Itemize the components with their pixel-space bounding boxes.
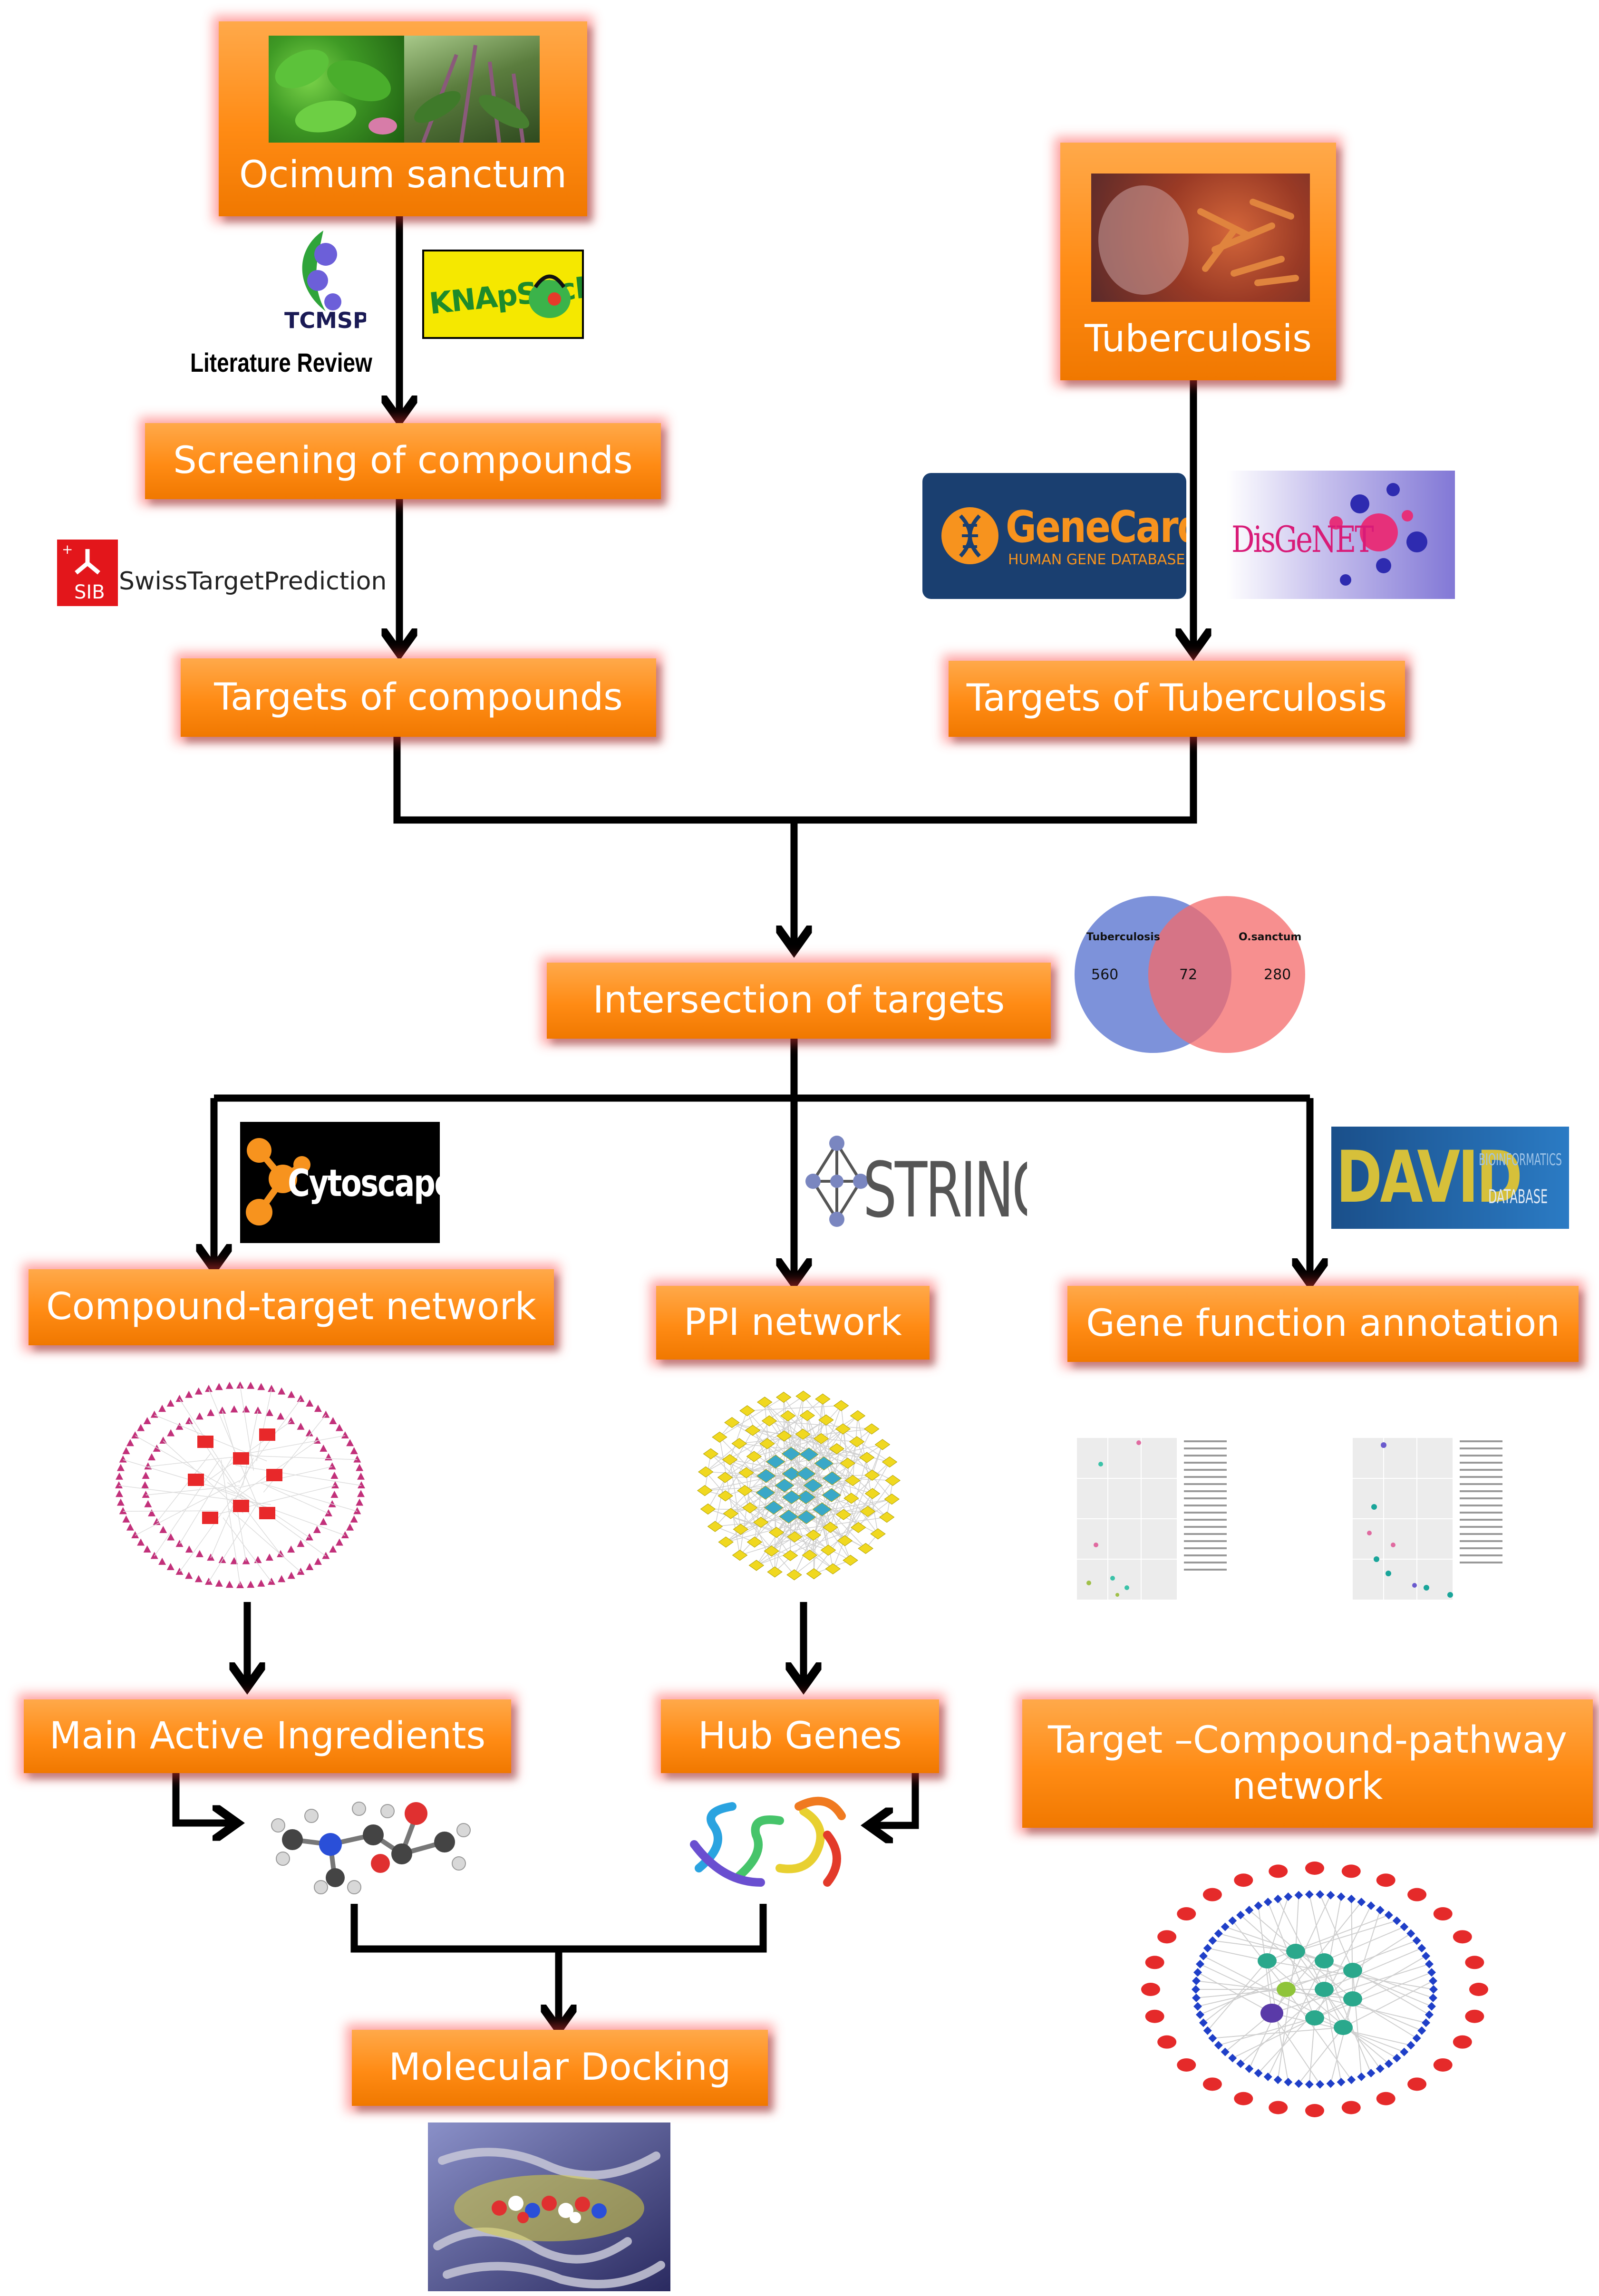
svg-text:+: +: [62, 541, 73, 557]
knapsack-bag-icon: [521, 266, 578, 323]
string-logo: STRING: [804, 1134, 1027, 1229]
hub-genes-box: Hub Genes: [661, 1699, 939, 1773]
gene-function-label: Gene function annotation: [1086, 1301, 1560, 1347]
ocimum-sanctum-box: Ocimum sanctum: [219, 21, 587, 216]
arrow-main-to-ligand: [176, 1773, 235, 1823]
ocimum-sanctum-title: Ocimum sanctum: [239, 152, 567, 199]
venn-right-count: 280: [1264, 966, 1291, 983]
arrow-hub-to-protein: [870, 1773, 915, 1825]
target-compound-pathway-network-graphic: [1134, 1852, 1514, 2118]
tuberculosis-title: Tuberculosis: [1085, 316, 1312, 363]
main-active-ingredients-box: Main Active Ingredients: [24, 1699, 511, 1773]
tulsi-plant-photo: [404, 36, 540, 143]
tcp-label-line2: network: [1232, 1764, 1383, 1810]
targets-of-tuberculosis-box: Targets of Tuberculosis: [949, 661, 1405, 737]
merge-line-targets: [397, 737, 1193, 820]
molecular-docking-box: Molecular Docking: [352, 2030, 768, 2106]
string-network-icon: [804, 1134, 870, 1229]
gene-function-annotation-box: Gene function annotation: [1067, 1286, 1579, 1362]
go-dotplot-1: [1056, 1431, 1236, 1621]
genecards-subtitle: HUMAN GENE DATABASE: [1008, 551, 1185, 568]
tcp-label-line1: Target –Compound-pathway: [1048, 1717, 1567, 1764]
screening-of-compounds-box: Screening of compounds: [145, 423, 661, 499]
protein-structure-graphic: [685, 1787, 856, 1897]
targets-compounds-label: Targets of compounds: [214, 675, 623, 721]
intersection-label: Intersection of targets: [593, 977, 1005, 1024]
venn-diagram: Tuberculosis O.sanctum 560 72 280: [1065, 889, 1322, 1060]
sib-mark-icon: +: [57, 540, 118, 582]
hub-genes-label: Hub Genes: [698, 1713, 902, 1760]
genecards-title: GeneCards: [1006, 502, 1186, 552]
ppi-network-box: PPI network: [656, 1286, 930, 1360]
david-logo: DAVID BIOINFORMATICS DATABASE: [1331, 1127, 1569, 1229]
venn-right-label: O.sanctum: [1239, 931, 1301, 943]
cytoscape-logo: Cytoscape: [240, 1122, 440, 1243]
literature-review-label: Literature Review: [190, 347, 372, 378]
tcmsp-label: TCMSP: [284, 308, 366, 333]
go-dotplot-2: [1331, 1431, 1512, 1621]
string-label: STRING: [863, 1146, 1027, 1229]
david-subtitle-1: BIOINFORMATICS: [1479, 1150, 1562, 1169]
swisstargetprediction-logo: + SIB SwissTargetPrediction: [57, 540, 390, 606]
compound-target-network-graphic: [107, 1369, 373, 1602]
docking-label: Molecular Docking: [389, 2045, 731, 2091]
ligand-molecule-graphic: [264, 1787, 483, 1897]
main-active-label: Main Active Ingredients: [49, 1713, 485, 1760]
tcmsp-logo: TCMSP: [281, 221, 366, 335]
targets-of-compounds-box: Targets of compounds: [181, 658, 656, 737]
compound-target-label: Compound-target network: [46, 1284, 536, 1331]
intersection-of-targets-box: Intersection of targets: [547, 963, 1051, 1039]
venn-overlap-count: 72: [1179, 966, 1197, 983]
genecards-logo: GeneCards HUMAN GENE DATABASE: [922, 473, 1186, 599]
david-subtitle-2: DATABASE: [1488, 1186, 1548, 1208]
docking-merge-line: [354, 1904, 763, 1949]
target-compound-pathway-box: Target –Compound-pathway network: [1022, 1699, 1593, 1828]
disgenet-label: DisGeNET: [1231, 518, 1372, 560]
sib-label: SIB: [74, 581, 105, 603]
tuberculosis-box: Tuberculosis: [1060, 143, 1336, 380]
venn-left-label: Tuberculosis: [1086, 931, 1160, 943]
venn-left-count: 560: [1091, 966, 1118, 983]
ct-edges: [119, 1386, 361, 1585]
sib-badge: + SIB: [57, 540, 118, 606]
screening-label: Screening of compounds: [173, 438, 632, 484]
compound-target-network-box: Compound-target network: [29, 1269, 554, 1345]
tuberculosis-bacteria-image: [1091, 174, 1310, 302]
ppi-network-graphic: [685, 1376, 913, 1595]
targets-tb-label: Targets of Tuberculosis: [967, 675, 1387, 722]
docking-complex-graphic: [428, 2122, 670, 2291]
genecards-dna-icon: [934, 473, 1006, 599]
knapsack-logo: KNApSAcK: [422, 250, 584, 339]
cytoscape-label: Cytoscape: [288, 1162, 440, 1205]
disgenet-logo: DisGeNET: [1227, 471, 1455, 599]
ppi-label: PPI network: [684, 1300, 902, 1346]
tulsi-leaves-photo: [269, 36, 404, 143]
swisstarget-label: SwissTargetPrediction: [119, 567, 387, 596]
target-ring-nodes: [115, 1381, 365, 1588]
